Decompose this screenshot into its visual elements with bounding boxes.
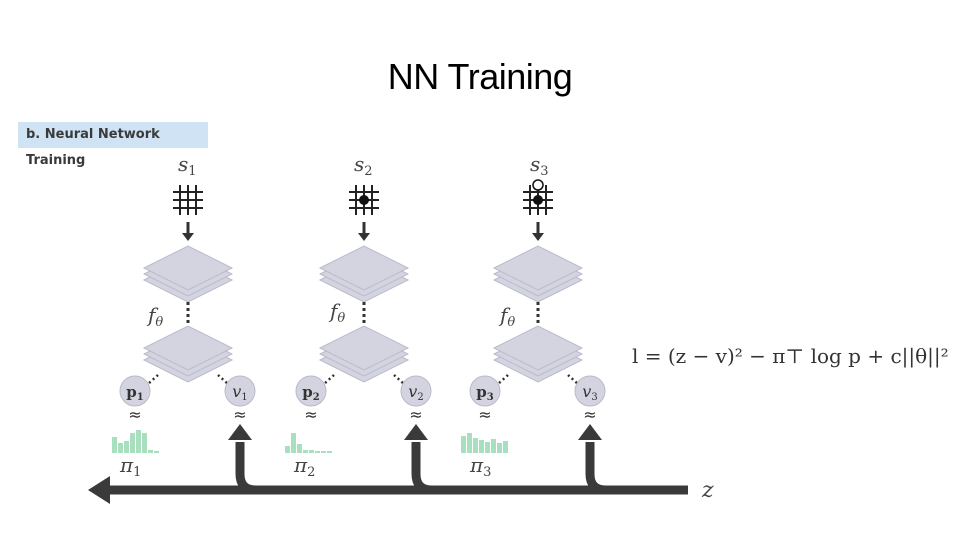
network-upper-3 [493,245,583,303]
svg-text:v2: v2 [408,382,423,403]
value-node-2 [400,375,432,407]
approx-policy-2: ≈ [304,405,317,424]
policy-node-2 [295,375,327,407]
target-pi-2: π2 [293,453,315,480]
network-upper-1 [143,245,233,303]
histogram-1 [112,430,159,453]
up-arrow-head-3-icon [578,424,602,440]
svg-text:p2: p2 [302,383,320,403]
panel-label: b. Neural Network Training [18,122,208,168]
board-1-icon [172,184,204,216]
state-label-3: s3 [530,152,549,179]
approx-value-1: ≈ [233,405,246,424]
policy-node-1 [119,375,151,407]
outcome-arrows [106,442,688,495]
up-arrow-head-2-icon [404,424,428,440]
down-arrow-3-icon [532,222,544,241]
state-label-1: s1 [178,152,197,179]
network-lower-2 [319,325,409,383]
network-label-2: fθ [328,299,345,326]
network-lower-3 [493,325,583,383]
black-stone-icon [359,195,369,205]
histogram-2 [285,433,332,453]
value-node-1 [224,375,256,407]
svg-text:v1: v1 [232,382,247,403]
approx-policy-3: ≈ [478,405,491,424]
black-stone-icon [533,195,543,205]
down-arrow-1-icon [182,222,194,241]
svg-text:v3: v3 [582,382,597,403]
white-stone-icon [532,179,544,191]
left-arrow-head-icon [88,476,110,504]
approx-value-2: ≈ [409,405,422,424]
policy-node-3 [469,375,501,407]
outcome-label: z [701,478,714,503]
up-arrow-head-1-icon [228,424,252,440]
approx-value-3: ≈ [583,405,596,424]
svg-text:p3: p3 [476,383,494,403]
histogram-3 [461,433,508,453]
target-pi-1: π1 [119,453,141,480]
loss-formula: l = (z − v)² − π⊤ log p + c||θ||² [632,344,949,368]
network-label-1: fθ [146,303,163,330]
column-1: s1 fθ p1 v1 ≈ ≈ π1 [112,152,256,480]
target-pi-3: π3 [469,453,491,480]
slide-title: NN Training [387,56,573,97]
approx-policy-1: ≈ [128,405,141,424]
state-label-2: s2 [354,152,373,179]
down-arrow-2-icon [358,222,370,241]
network-lower-1 [143,325,233,383]
svg-text:p1: p1 [126,383,143,403]
network-upper-2 [319,245,409,303]
column-2: s2 fθ p2 v2 ≈ ≈ π2 [285,152,432,480]
column-3: s3 fθ p3 v3 ≈ ≈ π3 [461,152,606,480]
value-node-3 [574,375,606,407]
network-label-3: fθ [498,303,515,330]
